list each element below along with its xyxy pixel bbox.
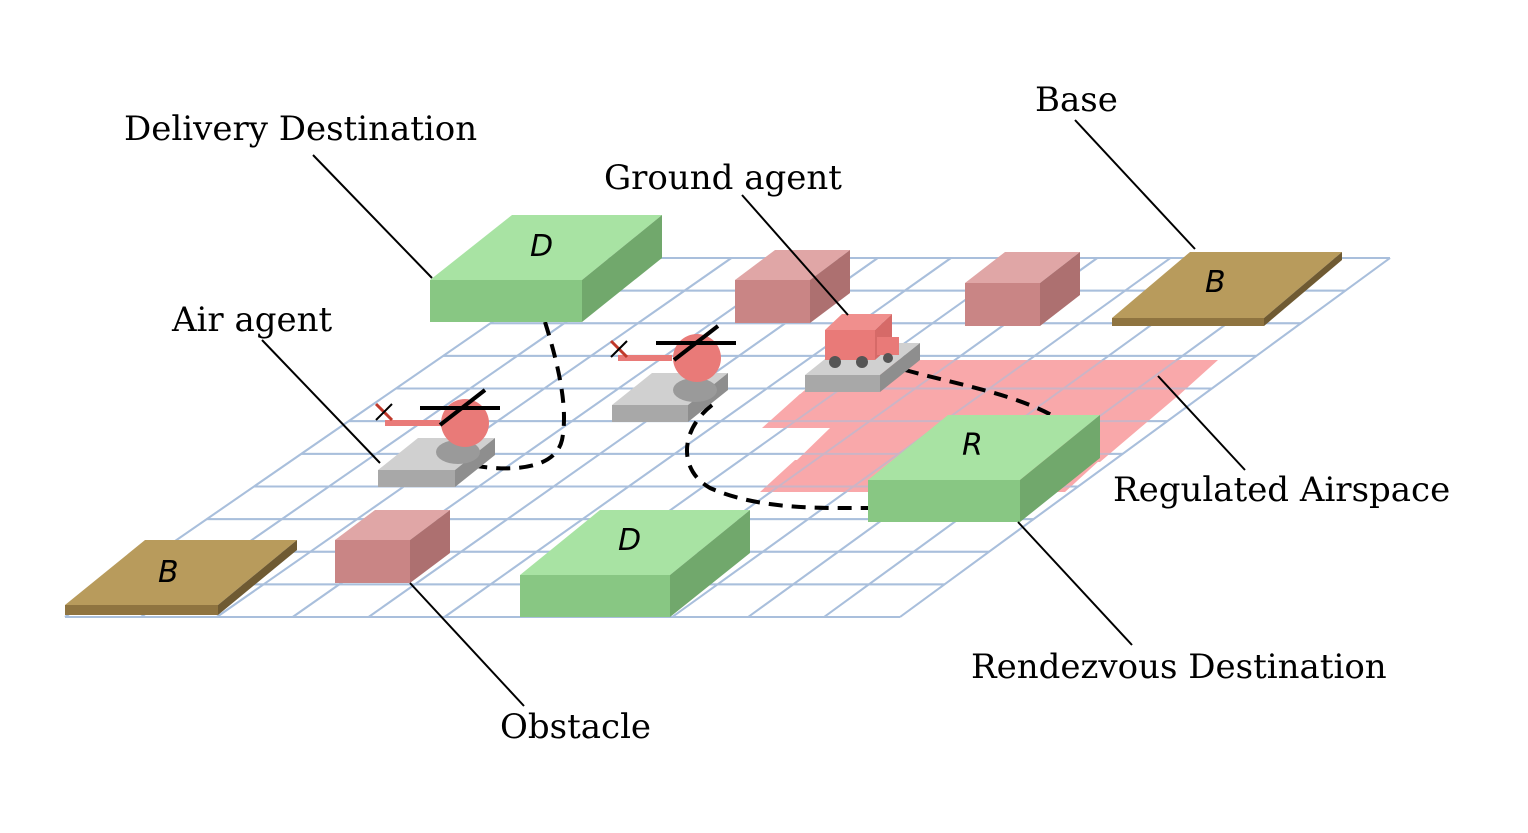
base-letter: B bbox=[1205, 265, 1226, 300]
label-ground-agent: Ground agent bbox=[604, 158, 842, 198]
leader-lines bbox=[261, 119, 1246, 707]
planned-paths bbox=[469, 321, 1062, 511]
delivery-letter: D bbox=[530, 229, 553, 264]
delivery-destination-block: D bbox=[430, 215, 662, 322]
obstacle-block bbox=[965, 252, 1080, 326]
air-agent-pad bbox=[612, 373, 728, 422]
label-obstacle: Obstacle bbox=[500, 707, 651, 747]
ground-agent-path bbox=[904, 368, 1062, 422]
helicopter-icon bbox=[374, 388, 500, 447]
label-regulated-airspace: Regulated Airspace bbox=[1113, 470, 1450, 510]
label-rendezvous-destination: Rendezvous Destination bbox=[971, 647, 1387, 687]
grid-column-line bbox=[899, 257, 1391, 618]
truck-icon bbox=[825, 314, 899, 368]
diagram-labels: Delivery Destination Base Ground agent A… bbox=[124, 80, 1450, 747]
label-base: Base bbox=[1035, 80, 1118, 120]
delivery-letter: D bbox=[618, 523, 641, 558]
label-air-agent: Air agent bbox=[171, 300, 333, 340]
label-delivery-destination: Delivery Destination bbox=[124, 109, 477, 149]
base-letter: B bbox=[158, 555, 179, 590]
base-block: B bbox=[65, 540, 297, 615]
air-agent-path bbox=[469, 321, 566, 471]
rendezvous-letter: R bbox=[962, 428, 983, 463]
rendezvous-destination-block: R bbox=[868, 415, 1100, 522]
obstacle-block bbox=[335, 510, 450, 583]
helicopter-icon bbox=[609, 324, 736, 382]
obstacle-block bbox=[735, 250, 850, 323]
air-agent-2-path bbox=[685, 403, 871, 511]
base-block: B bbox=[1112, 252, 1342, 326]
delivery-destination-block: D bbox=[520, 510, 750, 617]
air-agent-pad bbox=[378, 438, 495, 487]
